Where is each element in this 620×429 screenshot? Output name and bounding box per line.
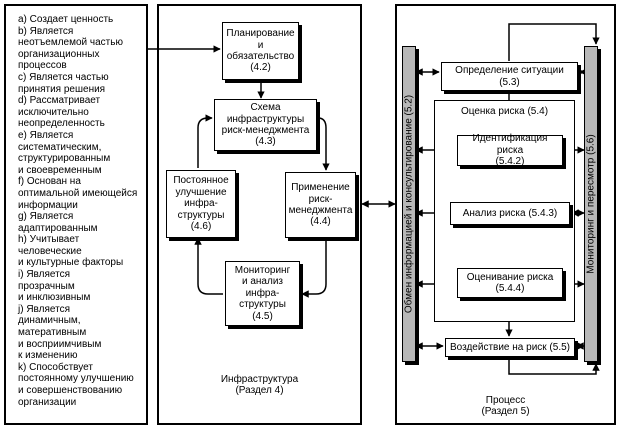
- improvement-box: Постоянное улучшение инфра- структуры (4…: [166, 170, 236, 238]
- review-bar: Мониторинг и пересмотр (5.6): [584, 46, 598, 362]
- scheme-box: Схема инфраструктуры риск-менеджмента (4…: [214, 99, 317, 151]
- arrow-bottom-loop: [508, 358, 600, 375]
- arrow-scheme-to-application: [317, 117, 330, 171]
- assessment-label: Оценка риска (5.4): [460, 106, 549, 117]
- arrow-application-to-monitoring: [301, 238, 327, 298]
- review-label: Мониторинг и пересмотр (5.6): [585, 134, 597, 274]
- identification-box: Идентификация риска (5.4.2): [457, 133, 563, 167]
- planning-box: Планирование и обязательство (4.2): [222, 22, 299, 80]
- monitoring-box: Мониторинг и анализ инфра- структуры (4.…: [225, 261, 300, 326]
- application-box: Применение риск- менеджмента (4.4): [285, 172, 356, 238]
- process-panel: Процесс (Раздел 5): [395, 4, 616, 425]
- arrow-top-loop: [508, 23, 600, 61]
- communication-bar: Обмен информацией и консультирование (5.…: [402, 46, 416, 362]
- principles-panel: a) Создает ценность b) Является неотъемл…: [4, 4, 148, 425]
- framework-panel: Инфраструктура (Раздел 4): [157, 4, 362, 425]
- process-caption: Процесс (Раздел 5): [481, 395, 530, 418]
- framework-caption: Инфраструктура (Раздел 4): [220, 374, 299, 397]
- communication-label: Обмен информацией и консультирование (5.…: [403, 94, 415, 314]
- treatment-box: Воздействие на риск (5.5): [445, 338, 575, 357]
- arrow-monitoring-to-improvement: [194, 237, 223, 295]
- context-box: Определение ситуации (5.3): [441, 62, 578, 91]
- evaluation-box: Оценивание риска (5.4.4): [457, 268, 563, 298]
- principles-list: a) Создает ценность b) Является неотъемл…: [18, 14, 138, 408]
- arrow-improvement-to-scheme: [197, 114, 213, 168]
- analysis-box: Анализ риска (5.4.3): [450, 202, 570, 225]
